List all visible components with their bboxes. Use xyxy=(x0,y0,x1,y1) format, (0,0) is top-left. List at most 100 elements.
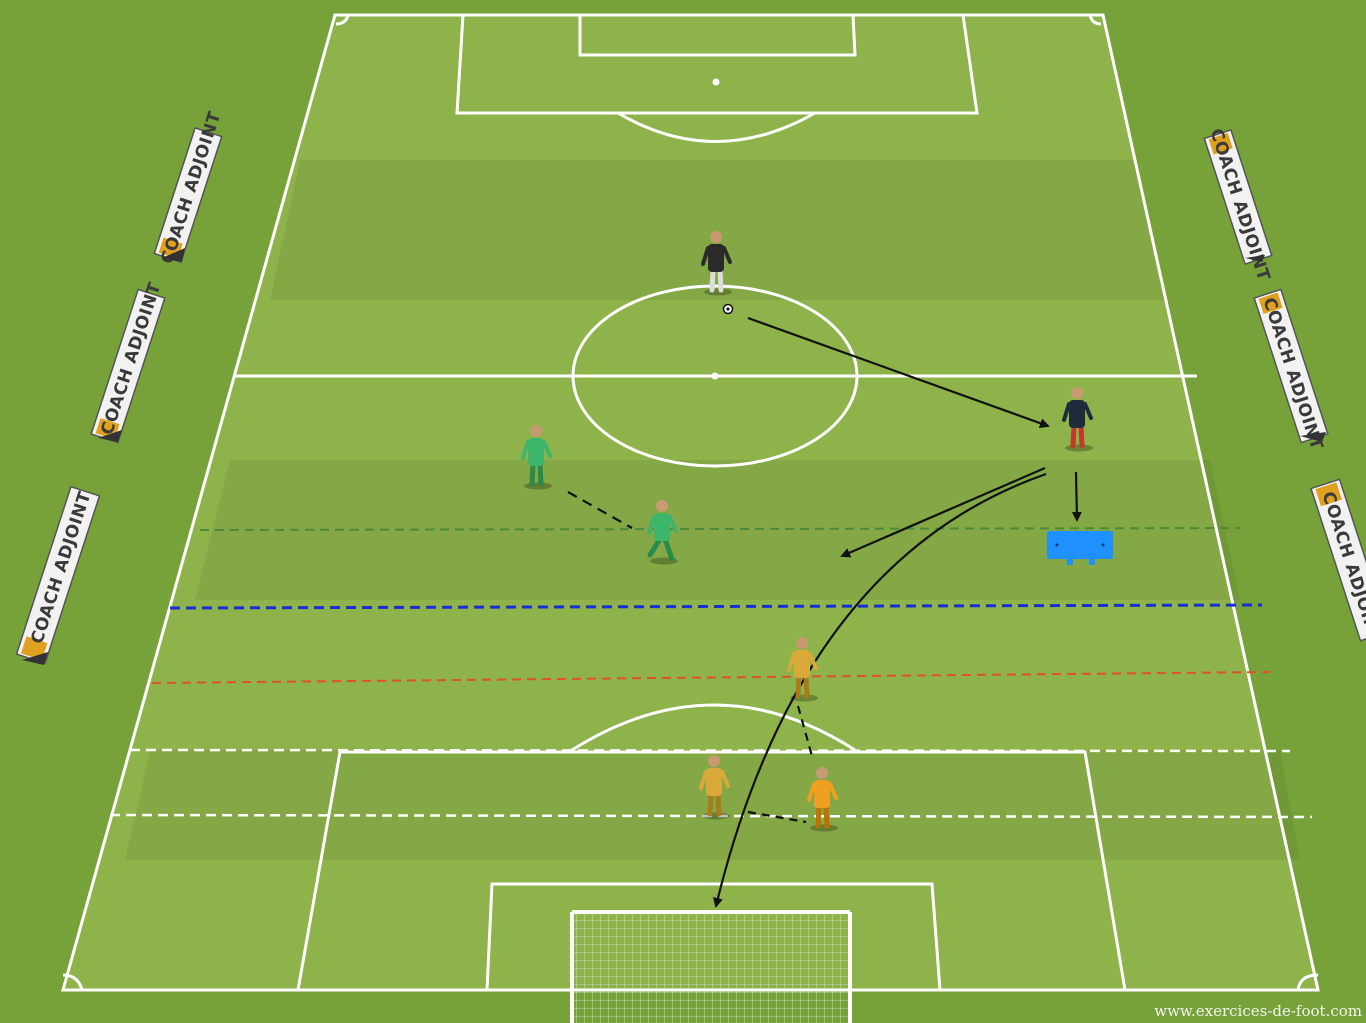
board-2-stand xyxy=(98,430,122,442)
player-arm-right xyxy=(722,246,732,264)
player-arm-right xyxy=(808,652,818,670)
yellow-player-2 xyxy=(699,755,730,820)
player-arm-left xyxy=(1062,402,1071,422)
arrow-to-mini-goal xyxy=(1071,471,1082,522)
player-head xyxy=(796,637,808,649)
mini-goal-bolt-left xyxy=(1055,543,1059,547)
player-leg-right xyxy=(715,791,722,817)
player-leg-left xyxy=(795,673,802,699)
player-torso xyxy=(708,244,724,272)
player-head xyxy=(708,755,720,767)
corner-arc-br xyxy=(1296,973,1319,991)
player-arm-right xyxy=(1083,402,1093,420)
player-leg-left xyxy=(647,536,663,558)
player-torso xyxy=(706,768,722,796)
coach-player-with-ball xyxy=(701,231,732,296)
movement-arrows xyxy=(567,316,1082,908)
green-player-2 xyxy=(647,500,678,565)
watermark: www.exercices-de-foot.com xyxy=(1154,1002,1362,1020)
mini-goal-icon xyxy=(1047,531,1113,565)
green-player-1 xyxy=(521,425,552,490)
player-head xyxy=(1071,387,1083,399)
player-shadow xyxy=(810,824,838,832)
corner-arc-tl xyxy=(335,14,350,26)
board-3-stand xyxy=(22,652,48,665)
blue-zone-line xyxy=(169,603,1263,610)
player-head xyxy=(530,425,542,437)
player-leg-right xyxy=(1078,423,1085,449)
players xyxy=(521,231,1093,832)
player-arm-right xyxy=(828,782,838,800)
player-shadow xyxy=(1065,444,1093,452)
bottom-penalty-area xyxy=(296,750,1127,991)
player-torso xyxy=(654,513,670,541)
mini-goal-foot-right xyxy=(1089,557,1095,565)
mini-goal-bolt-right xyxy=(1101,543,1105,547)
player-leg-left xyxy=(709,267,716,293)
player-arm-right xyxy=(720,770,730,788)
top-penalty-area xyxy=(455,14,979,115)
mini-goal-foot-left xyxy=(1067,557,1073,565)
corner-arc-bl xyxy=(62,973,84,991)
player-shadow xyxy=(704,288,732,296)
ball-patch xyxy=(726,307,730,311)
goalkeeper-dark xyxy=(1062,387,1093,452)
player-head xyxy=(710,231,722,243)
player-torso xyxy=(814,780,830,808)
player-leg-right xyxy=(803,673,810,699)
board-5-stand xyxy=(1300,432,1326,442)
player-leg-left xyxy=(1070,423,1077,449)
player-head xyxy=(816,767,828,779)
board-4-stand xyxy=(1245,255,1265,262)
player-arm-right xyxy=(668,515,678,533)
yellow-player-1 xyxy=(787,637,818,702)
player-shadow xyxy=(524,482,552,490)
player-shadow xyxy=(790,694,818,702)
pitch-surface xyxy=(63,15,1318,990)
top-goal-area xyxy=(578,14,857,57)
touchlines xyxy=(61,13,1320,992)
player-shadow xyxy=(702,812,730,820)
player-leg-right xyxy=(717,267,724,293)
player-leg-left xyxy=(815,803,822,829)
player-leg-left xyxy=(707,791,714,817)
bottom-penalty-arc xyxy=(571,703,856,752)
long-kick-arrow-to-goal xyxy=(713,472,1047,908)
yellow-link-dashed-1 xyxy=(796,705,814,757)
player-arm-left xyxy=(701,246,710,266)
player-torso xyxy=(528,438,544,466)
yellow-link-dashed-2 xyxy=(747,810,807,824)
player-torso xyxy=(794,650,810,678)
red-zone-line xyxy=(151,671,1271,684)
player-arm-left xyxy=(699,770,708,790)
green-run-dashed xyxy=(567,491,633,529)
top-penalty-spot xyxy=(712,78,720,86)
board-1-stand xyxy=(162,248,185,262)
player-leg-right xyxy=(662,536,675,562)
player-head xyxy=(656,500,668,512)
corner-arc-tr xyxy=(1088,14,1102,26)
mini-goal-frame xyxy=(1047,531,1113,559)
throw-arrow-left xyxy=(840,466,1046,558)
player-arm-left xyxy=(647,515,656,535)
center-circle xyxy=(571,284,859,468)
player-arm-left xyxy=(521,440,530,460)
white-zone-line-1 xyxy=(129,748,1291,753)
player-arm-left xyxy=(787,652,796,672)
player-leg-right xyxy=(823,803,830,829)
goal-net xyxy=(572,912,850,1023)
player-leg-right xyxy=(537,461,544,487)
pitch-markings xyxy=(61,13,1320,992)
ball-icon xyxy=(722,303,734,315)
goal xyxy=(570,910,852,1023)
player-arm-left xyxy=(807,782,816,802)
orange-player xyxy=(807,767,838,832)
player-arm-right xyxy=(542,440,552,458)
pass-arrow-to-goalkeeper xyxy=(747,316,1050,428)
top-penalty-arc xyxy=(617,111,816,143)
player-leg-left xyxy=(529,461,536,487)
bottom-goal-area xyxy=(485,882,942,991)
center-spot xyxy=(711,372,719,380)
green-zone-line xyxy=(199,527,1241,531)
